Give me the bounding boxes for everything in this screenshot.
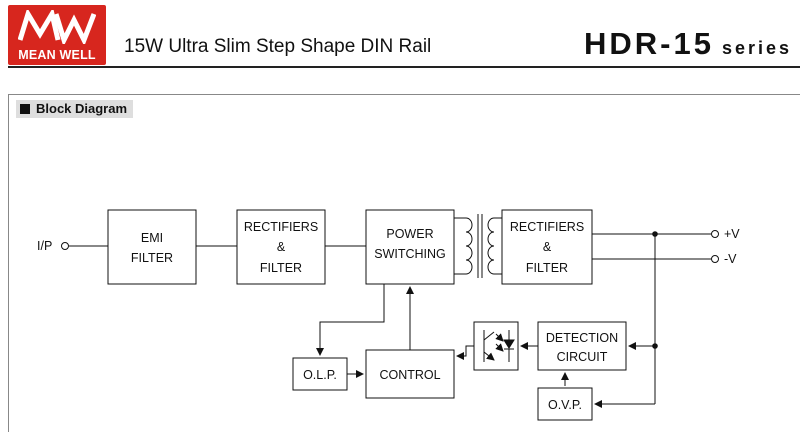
power-switching-block — [365, 209, 455, 285]
section-title: Block Diagram — [16, 100, 134, 118]
transformer-icon — [454, 214, 502, 278]
logo-text: MEAN WELL — [18, 48, 96, 62]
rectifiers-filter-block-2 — [501, 209, 593, 285]
meanwell-logo: MEAN WELL — [8, 5, 106, 65]
product-subtitle: 15W Ultra Slim Step Shape DIN Rail — [124, 36, 432, 57]
optocoupler-block — [473, 321, 519, 371]
power-label-line2: SWITCHING — [374, 247, 446, 261]
detection-label-line2: CIRCUIT — [557, 350, 608, 364]
rect2-label-line1: RECTIFIERS — [510, 220, 584, 234]
junction-dot — [652, 231, 658, 237]
output-terminal-positive — [711, 230, 719, 238]
control-label: CONTROL — [379, 368, 440, 382]
output-label-positive: +V — [724, 227, 740, 241]
ovp-label: O.V.P. — [548, 398, 582, 412]
junction-dot — [652, 343, 658, 349]
model-name: HDR-15 series — [584, 26, 792, 62]
diagram-panel — [8, 94, 800, 432]
emi-label-line2: FILTER — [131, 251, 173, 265]
mw-logo-icon — [18, 10, 96, 44]
output-terminal-negative — [711, 255, 719, 263]
header-rule — [8, 66, 800, 68]
rect1-label-line3: FILTER — [260, 261, 302, 275]
detection-label-line1: DETECTION — [546, 331, 618, 345]
olp-label: O.L.P. — [303, 368, 337, 382]
optocoupler-icon — [483, 330, 515, 362]
series-label: series — [721, 38, 792, 58]
section-title-text: Block Diagram — [36, 101, 128, 116]
rect2-label-line2: & — [543, 240, 552, 254]
emi-label-line1: EMI — [141, 231, 163, 245]
model-number: HDR-15 — [583, 26, 714, 61]
emi-filter-block — [107, 209, 197, 285]
rect1-label-line2: & — [277, 240, 286, 254]
ovp-block — [537, 387, 593, 421]
power-label-line1: POWER — [386, 227, 433, 241]
rect2-label-line3: FILTER — [526, 261, 568, 275]
square-bullet-icon — [20, 104, 30, 114]
rectifiers-filter-block-1 — [236, 209, 326, 285]
rect1-label-line1: RECTIFIERS — [244, 220, 318, 234]
input-terminal — [61, 242, 69, 250]
output-label-negative: -V — [724, 252, 737, 266]
page-header: MEAN WELL 15W Ultra Slim Step Shape DIN … — [0, 0, 808, 70]
input-label: I/P — [37, 239, 52, 253]
